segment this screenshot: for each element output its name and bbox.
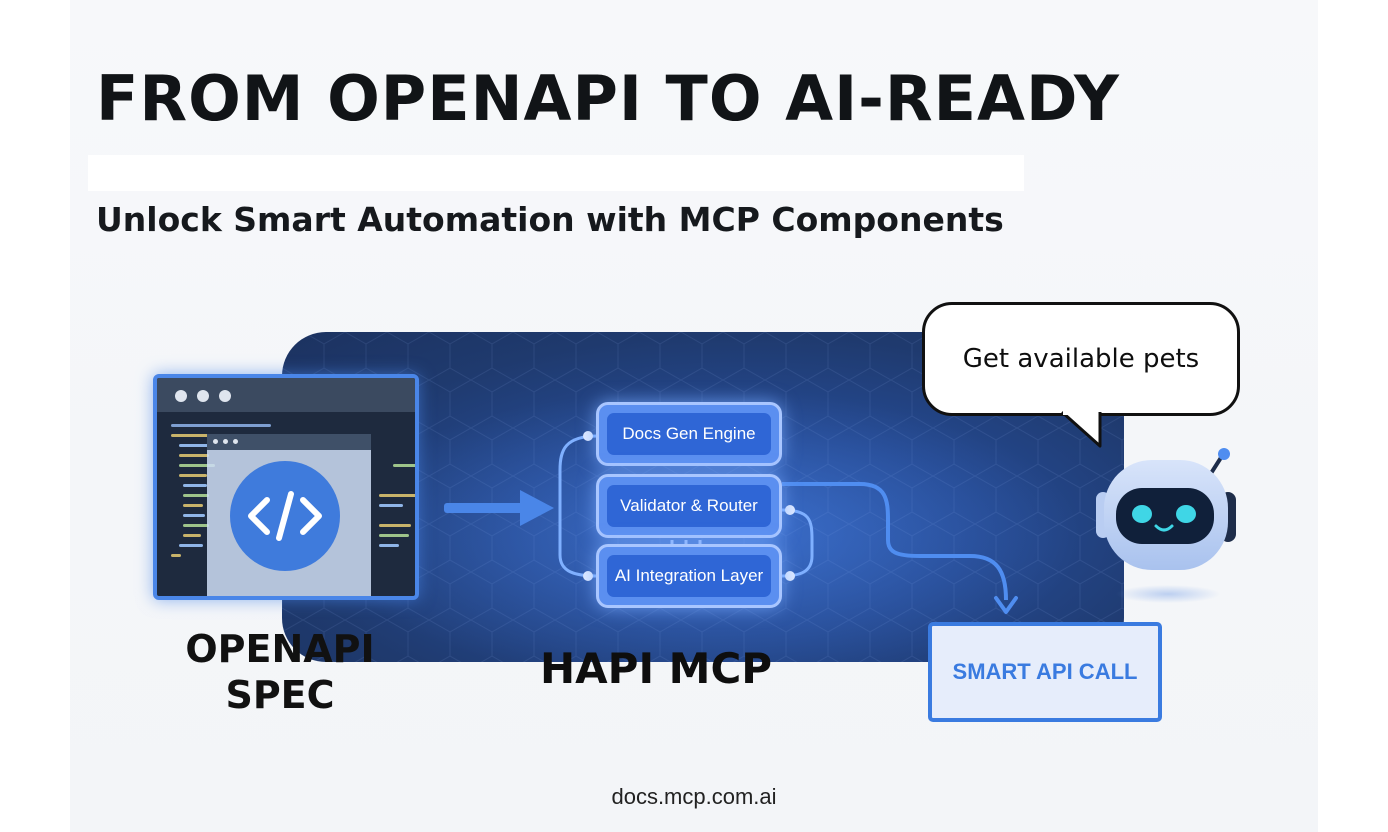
- component-label: AI Integration Layer: [607, 555, 771, 597]
- window-dot-icon: [233, 439, 238, 444]
- code-brackets-icon: [230, 461, 340, 571]
- window-dot-icon: [219, 390, 231, 402]
- docs-gen-engine-box: Docs Gen Engine: [596, 402, 782, 466]
- page-subtitle: Unlock Smart Automation with MCP Compone…: [96, 200, 1004, 239]
- smart-api-call-box: SMART API CALL: [928, 622, 1162, 722]
- arrow-right-icon: [444, 490, 554, 526]
- window-dot-icon: [223, 439, 228, 444]
- speech-bubble: Get available pets: [922, 302, 1240, 416]
- window-dot-icon: [197, 390, 209, 402]
- page-title: FROM OPENAPI TO AI-READY: [96, 62, 1120, 135]
- robot-icon: [1096, 448, 1236, 603]
- speech-bubble-tail: [1060, 410, 1102, 448]
- spec-window-titlebar: [157, 378, 415, 412]
- footer-url[interactable]: docs.mcp.com.ai: [611, 784, 777, 809]
- openapi-spec-label: OPENAPI SPEC: [185, 627, 375, 717]
- hapi-mcp-label: HAPI MCP: [540, 644, 773, 693]
- component-label: Docs Gen Engine: [607, 413, 771, 455]
- ai-integration-layer-box: AI Integration Layer: [596, 544, 782, 608]
- title-divider: [88, 155, 1024, 191]
- window-dot-icon: [175, 390, 187, 402]
- window-dot-icon: [213, 439, 218, 444]
- component-label: Validator & Router: [607, 485, 771, 527]
- validator-router-box: Validator & Router: [596, 474, 782, 538]
